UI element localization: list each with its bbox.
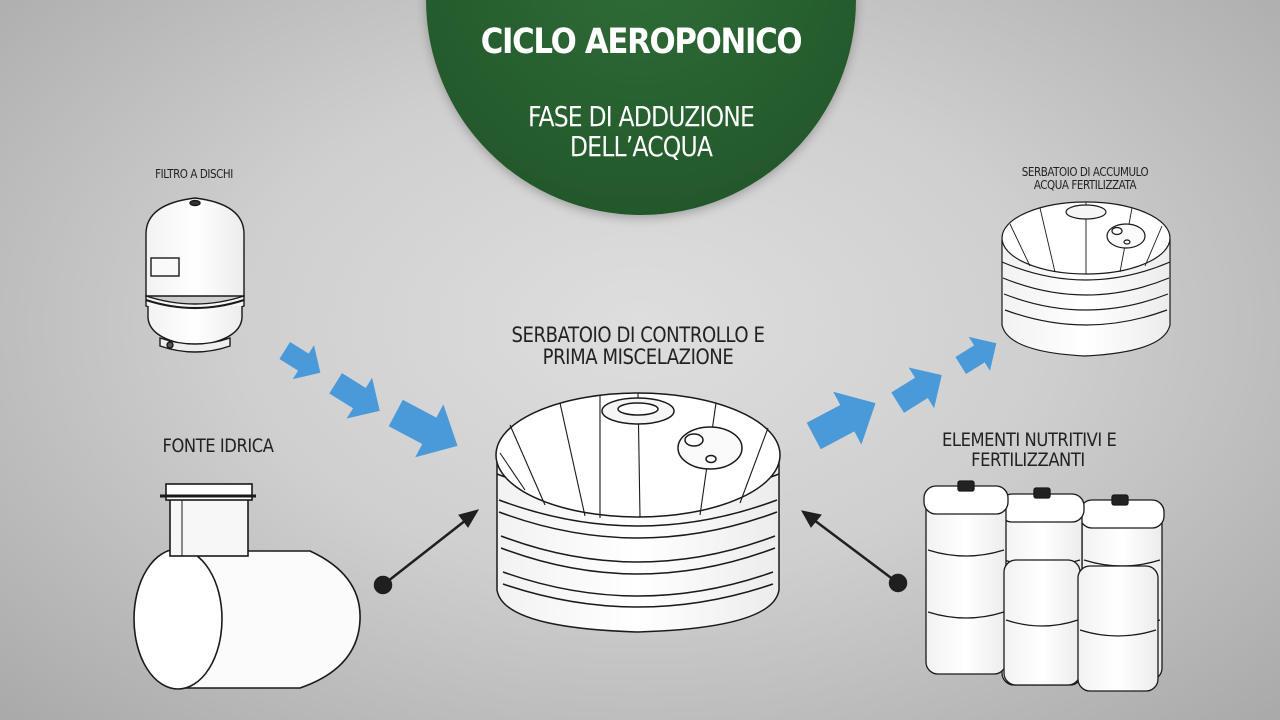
diagram-title: CICLO AEROPONICO [480,22,803,62]
label-control-tank-line-2: PRIMA MISCELAZIONE [542,345,734,369]
nutrient-container-front-right [1077,565,1159,692]
label-nutrients-line-2: FERTILIZZANTI [971,449,1085,471]
label-nutrients: ELEMENTI NUTRITIVI E FERTILIZZANTI [942,429,1117,471]
label-disc-filter: FILTRO A DISCHI [155,167,233,181]
flow-arrow-out-2 [891,367,942,413]
flow-arrow-out-1 [806,391,876,450]
connector-arrowhead-left [458,509,480,528]
storage-tank-icon [1001,201,1171,357]
label-storage-tank: SERBATOIO DI ACCUMULO ACQUA FERTILIZZATA [1003,166,1166,192]
water-source-tank-icon [133,483,361,690]
nutrient-containers-icon [923,480,1165,692]
label-control-tank-line-1: SERBATOIO DI CONTROLLO E [511,323,765,347]
label-storage-tank-line-2: ACQUA FERTILIZZATA [1033,178,1137,192]
flow-arrows-out [806,336,997,450]
connector-arrowhead-right [801,510,822,528]
connector-nutrients [801,510,908,593]
label-control-tank: SERBATOIO DI CONTROLLO E PRIMA MISCELAZI… [492,324,784,368]
control-mixing-tank-icon [495,392,781,633]
connector-water-source [373,509,480,595]
disc-filter-icon [145,197,245,353]
flow-arrow-out-3 [955,336,997,375]
flow-arrow-in-2 [329,373,380,419]
nutrient-container-front-middle [1003,559,1081,686]
diagram-subtitle: FASE DI ADDUZIONE DELL’ACQUA [460,102,821,162]
flow-arrows-in [279,341,458,458]
nutrient-container-left [923,480,1009,675]
subtitle-line-1: FASE DI ADDUZIONE [527,100,755,133]
flow-arrow-in-1 [279,341,321,380]
subtitle-line-2: DELL’ACQUA [569,130,713,163]
label-water-source: FONTE IDRICA [162,435,274,457]
label-storage-tank-line-1: SERBATOIO DI ACCUMULO [1021,165,1149,179]
flow-arrow-in-3 [388,399,458,458]
label-nutrients-line-1: ELEMENTI NUTRITIVI E [942,429,1117,451]
